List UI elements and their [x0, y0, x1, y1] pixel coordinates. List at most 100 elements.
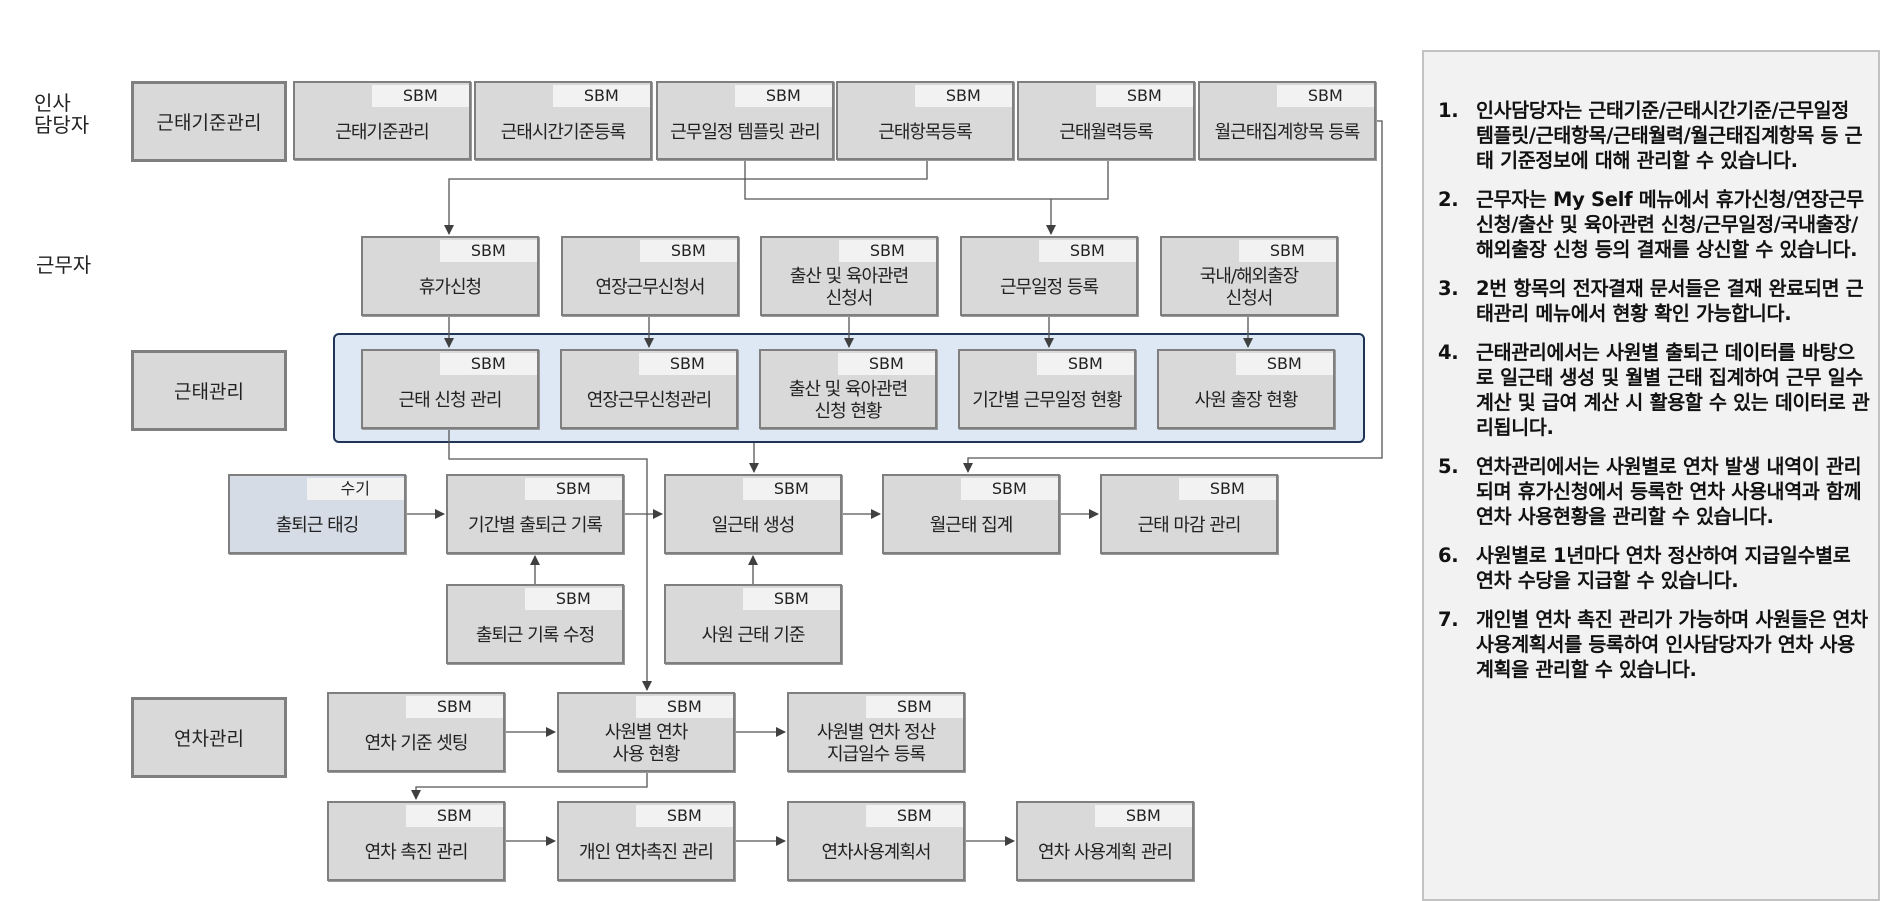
node-tag: SBM — [742, 478, 840, 500]
node-attendance-item[interactable]: SBM 근태항목등록 — [836, 81, 1014, 160]
node-attendance-standard[interactable]: SBM 근태기준관리 — [293, 81, 471, 160]
node-attendance-calendar[interactable]: SBM 근태월력등록 — [1017, 81, 1195, 160]
role-box-attendance[interactable]: 근태관리 — [131, 350, 287, 431]
node-tag: SBM — [838, 240, 936, 262]
node-clock-records[interactable]: SBM 기간별 출퇴근 기록 — [446, 474, 624, 554]
node-annual-usage-status[interactable]: SBM 사원별 연차 사용 현황 — [557, 692, 735, 772]
node-tag: 수기 — [306, 478, 404, 500]
node-schedule-template[interactable]: SBM 근무일정 템플릿 관리 — [656, 81, 834, 160]
node-annual-settlement[interactable]: SBM 사원별 연차 정산 지급일수 등록 — [787, 692, 965, 772]
node-maternity-request[interactable]: SBM 출산 및 육아관련 신청서 — [760, 236, 938, 316]
node-label: 근태월력등록 — [1059, 121, 1153, 143]
node-usage-plan-manage[interactable]: SBM 연차 사용계획 관리 — [1016, 801, 1194, 881]
node-tag: SBM — [865, 805, 963, 827]
node-attendance-time-standard[interactable]: SBM 근태시간기준등록 — [474, 81, 652, 160]
node-label: 휴가신청 — [418, 277, 482, 298]
node-label: 연장근무신청관리 — [586, 390, 712, 411]
description-panel: 1. 인사담당자는 근태기준/근태시간기준/근무일정 템플릿/근태항목/근태월력/… — [1422, 50, 1880, 901]
node-tag: SBM — [371, 85, 469, 107]
note-text: 인사담당자는 근태기준/근태시간기준/근무일정 템플릿/근태항목/근태월력/월근… — [1476, 99, 1863, 172]
node-personal-promotion[interactable]: SBM 개인 연차촉진 관리 — [557, 801, 735, 881]
node-attendance-request-manage[interactable]: SBM 근태 신청 관리 — [361, 349, 539, 429]
note-number: 7. — [1438, 608, 1459, 631]
node-label: 사원 출장 현황 — [1194, 390, 1299, 411]
role-box-label: 근태관리 — [174, 381, 244, 403]
node-tag: SBM — [635, 805, 733, 827]
node-tag: SBM — [1238, 240, 1336, 262]
role-box-annual[interactable]: 연차관리 — [131, 697, 287, 778]
node-clock-record-edit[interactable]: SBM 출퇴근 기록 수정 — [446, 584, 624, 664]
note-number: 6. — [1438, 544, 1459, 567]
note-text: 근무자는 My Self 메뉴에서 휴가신청/연장근무신청/출산 및 육아관련 … — [1476, 188, 1864, 261]
node-monthly-aggregate[interactable]: SBM 월근태 집계 — [882, 474, 1060, 554]
node-attendance-closing[interactable]: SBM 근태 마감 관리 — [1100, 474, 1278, 554]
node-label: 사원별 연차 정산 지급일수 등록 — [816, 722, 936, 765]
note-number: 4. — [1438, 341, 1459, 364]
node-tag: SBM — [1276, 85, 1374, 107]
note-text: 연차관리에서는 사원별로 연차 발생 내역이 관리되며 휴가신청에서 등록한 연… — [1476, 455, 1862, 528]
node-daily-attendance[interactable]: SBM 일근태 생성 — [664, 474, 842, 554]
node-label: 기간별 출퇴근 기록 — [468, 515, 603, 536]
node-tag: SBM — [1178, 478, 1276, 500]
node-schedule-register[interactable]: SBM 근무일정 등록 — [960, 236, 1138, 316]
node-tag: SBM — [1036, 353, 1134, 375]
node-tag: SBM — [439, 353, 537, 375]
node-label: 출퇴근 기록 수정 — [475, 625, 595, 646]
node-label: 출퇴근 태깅 — [275, 515, 360, 536]
note-item: 1. 인사담당자는 근태기준/근태시간기준/근무일정 템플릿/근태항목/근태월력/… — [1424, 98, 1870, 173]
node-tag: SBM — [742, 588, 840, 610]
node-overtime-request[interactable]: SBM 연장근무신청서 — [561, 236, 739, 316]
note-text: 개인별 연차 촉진 관리가 가능하며 사원들은 연차 사용계획서를 등록하여 인… — [1476, 608, 1868, 681]
node-tag: SBM — [524, 588, 622, 610]
node-label: 연차사용계획서 — [821, 842, 932, 863]
note-item: 2.근무자는 My Self 메뉴에서 휴가신청/연장근무신청/출산 및 육아관… — [1424, 187, 1870, 262]
node-tag: SBM — [914, 85, 1012, 107]
node-tag: SBM — [552, 85, 650, 107]
note-text: 2번 항목의 전자결재 문서들은 결재 완료되면 근태관리 메뉴에서 현황 확인… — [1476, 277, 1864, 325]
node-clock-tagging[interactable]: 수기 출퇴근 태깅 — [228, 474, 406, 554]
node-label: 근태 마감 관리 — [1137, 515, 1242, 536]
note-item: 6.사원별로 1년마다 연차 정산하여 지급일수별로 연차 수당을 지급할 수 … — [1424, 543, 1870, 593]
note-number: 3. — [1438, 277, 1459, 300]
lane-label-worker: 근무자 — [36, 253, 92, 277]
node-tag: SBM — [837, 353, 935, 375]
node-tag: SBM — [1094, 805, 1192, 827]
node-label: 연장근무신청서 — [595, 277, 706, 298]
node-label: 근무일정 템플릿 관리 — [670, 121, 820, 143]
note-number: 5. — [1438, 455, 1459, 478]
node-usage-plan[interactable]: SBM 연차사용계획서 — [787, 801, 965, 881]
connector-usage-to-promotion — [411, 773, 648, 800]
node-label: 개인 연차촉진 관리 — [579, 842, 714, 863]
node-label: 사원 근태 기준 — [701, 625, 806, 646]
note-item: 4. 근태관리에서는 사원별 출퇴근 데이터를 바탕으로 일근태 생성 및 월별 … — [1424, 340, 1870, 440]
node-monthly-aggregate-item[interactable]: SBM 월근태집계항목 등록 — [1198, 81, 1376, 160]
role-box-label: 연차관리 — [174, 728, 244, 750]
lane-label-hr: 인사 담당자 — [34, 91, 90, 137]
node-label: 출산 및 육아관련 신청 현황 — [788, 379, 908, 422]
node-business-trip-request[interactable]: SBM 국내/해외출장 신청서 — [1160, 236, 1338, 316]
node-label: 국내/해외출장 신청서 — [1199, 266, 1299, 309]
node-label: 월근태집계항목 등록 — [1214, 121, 1361, 143]
node-annual-standard-setting[interactable]: SBM 연차 기준 셋팅 — [327, 692, 505, 772]
role-box-standard[interactable]: 근태기준관리 — [131, 81, 287, 162]
connector-item-to-leave — [444, 161, 928, 235]
notes-list: 1. 인사담당자는 근태기준/근태시간기준/근무일정 템플릿/근태항목/근태월력/… — [1424, 98, 1870, 682]
node-tag: SBM — [734, 85, 832, 107]
node-tag: SBM — [439, 240, 537, 262]
node-tag: SBM — [638, 353, 736, 375]
node-maternity-status[interactable]: SBM 출산 및 육아관련 신청 현황 — [759, 349, 937, 429]
node-employee-attendance-standard[interactable]: SBM 사원 근태 기준 — [664, 584, 842, 664]
note-number: 1. — [1438, 99, 1459, 122]
node-tag: SBM — [635, 696, 733, 718]
node-tag: SBM — [405, 696, 503, 718]
node-tag: SBM — [960, 478, 1058, 500]
node-label: 사원별 연차 사용 현황 — [604, 722, 689, 765]
node-overtime-manage[interactable]: SBM 연장근무신청관리 — [560, 349, 738, 429]
note-text: 근태관리에서는 사원별 출퇴근 데이터를 바탕으로 일근태 생성 및 월별 근태… — [1476, 341, 1870, 439]
node-annual-promotion[interactable]: SBM 연차 촉진 관리 — [327, 801, 505, 881]
role-box-label: 근태기준관리 — [156, 112, 262, 134]
node-trip-status[interactable]: SBM 사원 출장 현황 — [1157, 349, 1335, 429]
node-label: 연차 기준 셋팅 — [364, 733, 469, 754]
node-schedule-status[interactable]: SBM 기간별 근무일정 현황 — [958, 349, 1136, 429]
node-leave-request[interactable]: SBM 휴가신청 — [361, 236, 539, 316]
